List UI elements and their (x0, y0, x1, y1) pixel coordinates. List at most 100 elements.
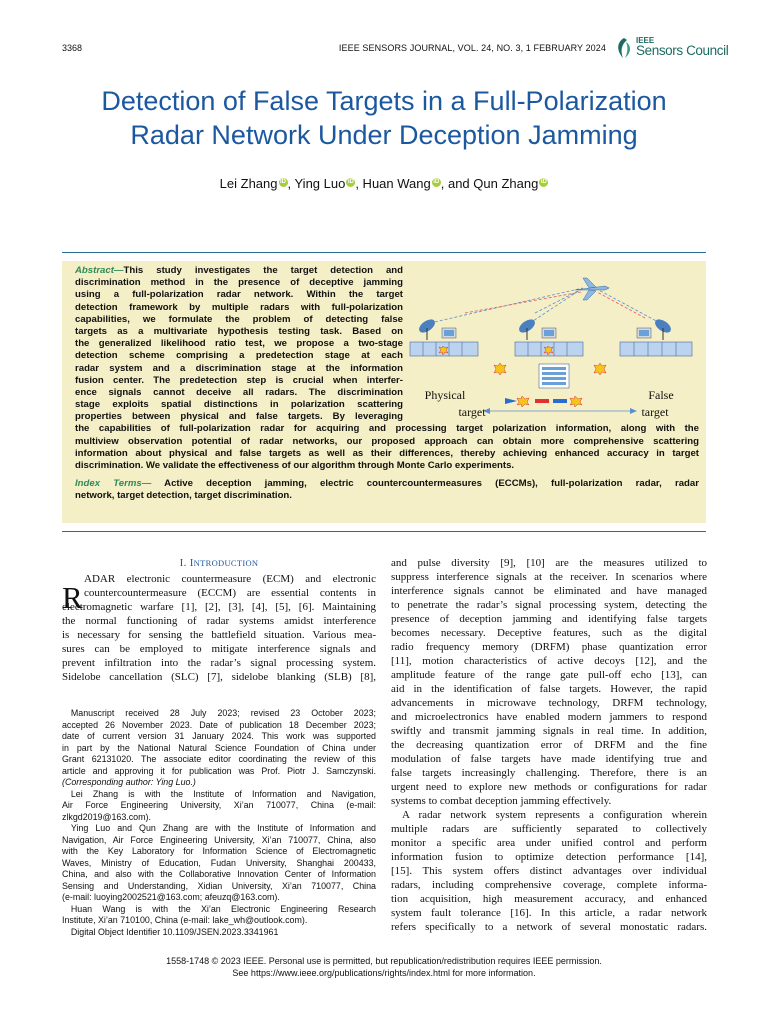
text-line: tion acquisition, high measurement accur… (391, 893, 707, 905)
text-line: the normal functioning of radar systems … (62, 615, 376, 627)
false-target-label: target (641, 405, 669, 419)
index-terms-line: Index Terms— Active deception jamming, e… (75, 478, 699, 490)
abstract-line: information about physical and false tar… (75, 447, 699, 459)
text-line: [11], motion characteristics of active d… (391, 655, 707, 667)
text-line: A radar network system represents a conf… (391, 809, 707, 821)
radar-network-diagram: Physical target False target (409, 277, 693, 419)
left-column: I. INTRODUCTION R ADAR electronic counte… (62, 556, 376, 684)
radar-station-icon (619, 319, 693, 357)
fusion-center-icon (538, 363, 570, 389)
aircraft-icon (574, 277, 610, 301)
section-heading: I. INTRODUCTION (179, 557, 259, 569)
abstract-label: Abstract— (75, 265, 124, 276)
abstract-line: the generalized likelihood ratio test, w… (75, 338, 403, 350)
text-line: [15]. This system offers distinct advant… (391, 865, 707, 877)
copyright-line: 1558-1748 © 2023 IEEE. Personal use is p… (166, 956, 602, 966)
abstract-line: Abstract—This study investigates the tar… (75, 265, 403, 276)
footnote-line: Waves, Ministry of Education, Fudan Univ… (62, 857, 376, 868)
intro-paragraph: R ADAR electronic countermeasure (ECM) a… (62, 572, 376, 684)
physical-target-label: target (458, 405, 486, 419)
abstract-line: properties between physical and false ta… (75, 411, 403, 423)
right-column: and pulse diversity [9], [10] are the me… (391, 556, 707, 934)
text-line: the decreasing quantization error of DRF… (391, 739, 707, 751)
abstract-line: capabilities, we formulate the problem o… (75, 313, 403, 325)
footnote-line: Ying Luo and Qun Zhang are with the Inst… (62, 823, 376, 833)
text-line: radio frequency memory (DRFM) phase quan… (391, 641, 707, 653)
abstract-line: radar system and a discrimination stage … (75, 362, 403, 374)
orcid-icon[interactable]: iD (539, 177, 549, 187)
page-header: 3368 IEEE SENSORS JOURNAL, VOL. 24, NO. … (62, 36, 729, 62)
text-line: modulation of false targets have made id… (391, 753, 707, 765)
author-name: , and Qun Zhang (440, 176, 539, 191)
footnote: Manuscript received 28 July 2023; revise… (62, 708, 376, 938)
text-line: swiftly and transmit jamming signals in … (391, 725, 707, 737)
abstract-line: stage exploits spatial distinctions in p… (75, 399, 403, 411)
author-name: , Ying Luo (287, 176, 346, 191)
footnote-line: (e-mail: luoying2002521@163.com; afeuzq@… (62, 892, 280, 902)
copyright-notice: 1558-1748 © 2023 IEEE. Personal use is p… (62, 955, 706, 979)
footnote-line: article and approving it for publication… (62, 765, 376, 776)
jamming-star-icon (493, 362, 607, 376)
target-markers (505, 395, 583, 408)
text-line: suppress interference signals at the rec… (391, 571, 707, 583)
page-number: 3368 (62, 43, 83, 53)
text-line: is necessary for sensing the battlefield… (62, 629, 376, 641)
title-line-1: Detection of False Targets in a Full-Pol… (101, 86, 667, 116)
rights-link-line[interactable]: See https://www.ieee.org/publications/ri… (232, 968, 536, 978)
journal-citation: IEEE SENSORS JOURNAL, VOL. 24, NO. 3, 1 … (338, 43, 606, 53)
text-line: multiple radars are sufficiently separat… (391, 823, 707, 835)
abstract-line: discrimination method in the presence of… (75, 277, 403, 289)
orcid-icon[interactable]: iD (431, 177, 441, 187)
abstract-line: detection framework by multiple radars w… (75, 301, 403, 313)
text-line: monitor a specific area under unified co… (391, 837, 707, 849)
index-terms-line: network, target detection, target discri… (75, 490, 292, 502)
sensors-council-leaf-icon (618, 38, 631, 58)
footnote-line: Navigation, Air Force Engineering Univer… (62, 834, 376, 845)
text-line: prevent infiltration into the radar’s si… (62, 657, 376, 669)
radar-station-icon (409, 319, 479, 357)
ieee-sensors-council-logo: IEEE Sensors Council (614, 36, 729, 60)
text-line: electromagnetic warfare [1], [2], [3], [… (62, 601, 376, 613)
abstract-box: Abstract—This study investigates the tar… (62, 261, 706, 523)
footnote-line: date of current version 31 January 2024.… (62, 731, 376, 741)
logo-council-text: Sensors Council (636, 43, 729, 58)
radar-station-icon (514, 319, 584, 357)
footnote-line: accepted 26 November 2023. Date of publi… (62, 719, 376, 730)
footnote-line: China, and also with the Collaborative I… (62, 869, 376, 879)
text-line: amplitude feature of the range gate pull… (391, 669, 707, 681)
index-terms-label: Index Terms— (75, 478, 152, 490)
footnote-line: Huan Wang is with the Xi’an Electronic E… (62, 903, 376, 914)
top-divider (62, 252, 706, 253)
text-line: ADAR electronic countermeasure (ECM) and… (84, 573, 376, 585)
text-line: systems to combat deception jamming effe… (391, 795, 612, 807)
footnote-line: zlkgd2019@163.com). (62, 811, 151, 822)
orcid-icon[interactable]: iD (346, 177, 356, 187)
logo-ieee-text: IEEE (636, 36, 655, 45)
text-line: urgent need to explore new methods or co… (391, 781, 707, 793)
footnote-line: Sensing and Understanding, Xidian Univer… (62, 880, 376, 891)
text-line: advancements in microwave technology, DR… (391, 697, 707, 709)
footnote-line: Lei Zhang is with the Institute of Infor… (62, 788, 376, 799)
abstract-line: detection scheme comprising a predetecti… (75, 350, 403, 362)
footnote-line: Manuscript received 28 July 2023; revise… (62, 708, 376, 718)
abstract-line: the capabilities of full-polarization ra… (75, 423, 699, 435)
text-line: information fusion to optimize detection… (391, 851, 707, 863)
text-line: refers specifically to a network of seve… (391, 921, 707, 933)
abstract-line: ence signals cannot deceive all radars. … (75, 386, 403, 398)
text-line: interference signals cannot be eliminate… (391, 585, 707, 597)
abstract-line: discrimination. We validate the effectiv… (75, 460, 515, 471)
text-line: sures can be employed to mitigate interf… (62, 643, 376, 655)
text-line: system fault tolerance [16]. In this art… (391, 907, 707, 919)
abstract-line: fusion center. The predetection step is … (75, 374, 403, 386)
orcid-icon[interactable]: iD (278, 177, 288, 187)
text-line: becomes necessary. Deceptive features, s… (391, 627, 707, 639)
text-line: to penetrate the radar’s signal processi… (391, 599, 707, 611)
text-line: presence of deception jamming and identi… (391, 613, 707, 625)
text-line: countercountermeasure (ECCM) are essenti… (84, 587, 376, 599)
false-target-label: False (648, 388, 673, 402)
text-line: and pulse diversity [9], [10] are the me… (391, 557, 707, 569)
drop-cap: R (62, 580, 83, 615)
abstract-line: using a full-polarization radar network.… (75, 289, 403, 301)
paper-title: Detection of False Targets in a Full-Pol… (40, 84, 728, 152)
